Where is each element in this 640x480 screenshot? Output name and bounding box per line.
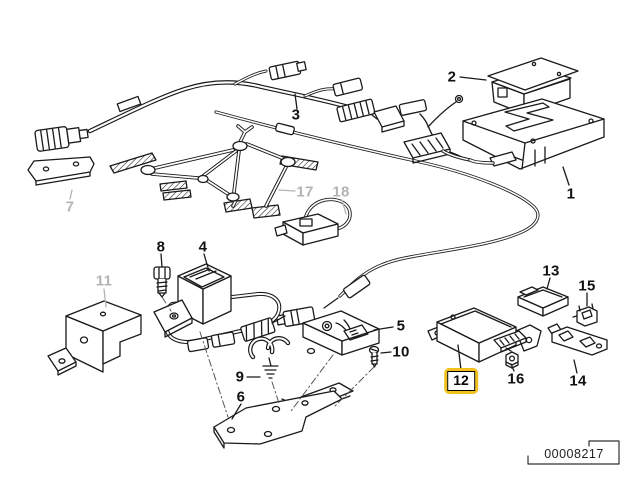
leader-lines <box>69 76 588 420</box>
part-8-drawing[interactable] <box>153 266 171 298</box>
part-label-11[interactable]: 11 <box>95 272 113 290</box>
part-label-6[interactable]: 6 <box>236 388 246 406</box>
part-label-13[interactable]: 13 <box>542 262 560 280</box>
part-label-9[interactable]: 9 <box>235 368 245 386</box>
part-label-1[interactable]: 1 <box>566 185 576 203</box>
part-5-drawing[interactable] <box>302 310 380 356</box>
part-label-15[interactable]: 15 <box>578 277 596 295</box>
diagram-number: 00008217 <box>544 447 604 461</box>
part-label-7[interactable]: 7 <box>65 198 75 216</box>
part-label-14[interactable]: 14 <box>569 372 587 390</box>
part-9-drawing[interactable] <box>248 336 291 379</box>
part-10-drawing[interactable] <box>368 345 380 368</box>
part-13-drawing[interactable] <box>517 286 569 317</box>
part-label-10[interactable]: 10 <box>392 343 410 361</box>
part-label-12[interactable]: 12 <box>447 371 475 391</box>
part-11-drawing[interactable] <box>47 300 142 376</box>
part-label-16[interactable]: 16 <box>507 370 525 388</box>
part-18-drawing[interactable] <box>274 197 352 246</box>
part-17-drawing[interactable] <box>109 124 319 219</box>
part-6-drawing[interactable] <box>213 382 354 449</box>
diagram-number-box <box>527 440 620 465</box>
part-label-2[interactable]: 2 <box>447 68 457 86</box>
part-16-drawing[interactable] <box>505 347 519 369</box>
part-3-drawing[interactable] <box>34 60 467 164</box>
part-4-drawing[interactable] <box>153 263 232 338</box>
part-label-3[interactable]: 3 <box>291 106 301 124</box>
part-label-18[interactable]: 18 <box>332 183 350 201</box>
part-label-17[interactable]: 17 <box>296 183 314 201</box>
part-14-drawing[interactable] <box>547 323 608 356</box>
part-label-5[interactable]: 5 <box>396 317 406 335</box>
part-7-drawing[interactable] <box>27 156 95 186</box>
part-label-4[interactable]: 4 <box>198 238 208 256</box>
alignment-lines <box>161 296 375 418</box>
part-15-drawing[interactable] <box>572 303 598 327</box>
part-12-drawing[interactable] <box>427 307 542 363</box>
part-1-drawing[interactable] <box>441 98 605 170</box>
part-label-8[interactable]: 8 <box>156 238 166 256</box>
part-label-12-highlight[interactable]: 12 <box>444 368 478 394</box>
